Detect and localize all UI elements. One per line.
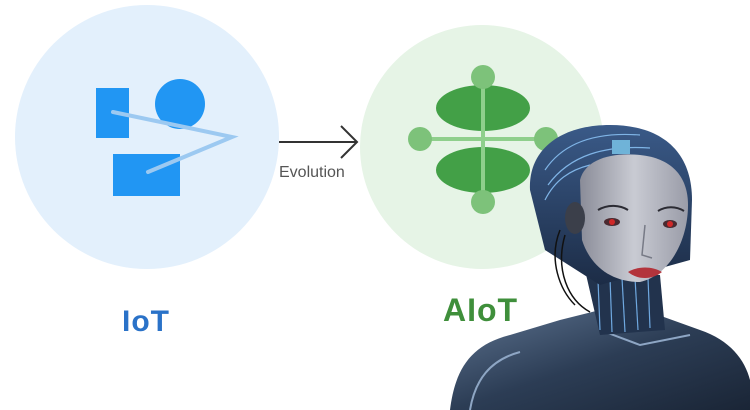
iot-label: IoT [122,305,170,338]
evolution-label: Evolution [279,164,345,181]
aiot-label: AIoT [443,292,519,328]
